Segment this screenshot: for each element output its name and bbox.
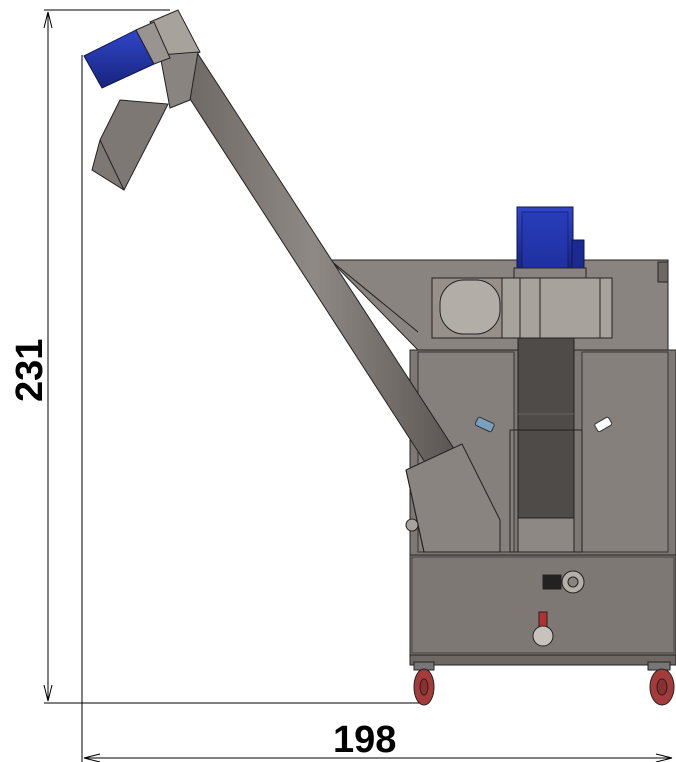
arrow-left-icon [83, 753, 101, 762]
sight-slot-right [594, 416, 613, 433]
blower-housing [431, 277, 613, 339]
height-dimension [43, 9, 420, 704]
central-chute [509, 337, 583, 553]
height-dimension-value: 231 [9, 339, 51, 402]
conveyor-inlet-hopper [405, 443, 501, 553]
discharge-chute [91, 99, 169, 191]
arrow-down-icon [43, 684, 53, 702]
outlet-valve [542, 570, 585, 594]
blower-motor [513, 206, 587, 279]
base-frame [409, 654, 676, 666]
arrow-up-icon [43, 11, 53, 29]
sight-slot-left [474, 416, 495, 433]
hopper-latch [657, 261, 669, 283]
caster-wheel-right [647, 661, 675, 706]
caster-wheel-left [413, 661, 435, 706]
conveyor-motor [83, 21, 171, 89]
conveyor-drive-head [149, 9, 201, 109]
width-dimension-value: 198 [333, 719, 396, 761]
arrow-right-icon [655, 753, 673, 762]
width-dimension [81, 55, 673, 762]
drain-valve [532, 611, 554, 647]
